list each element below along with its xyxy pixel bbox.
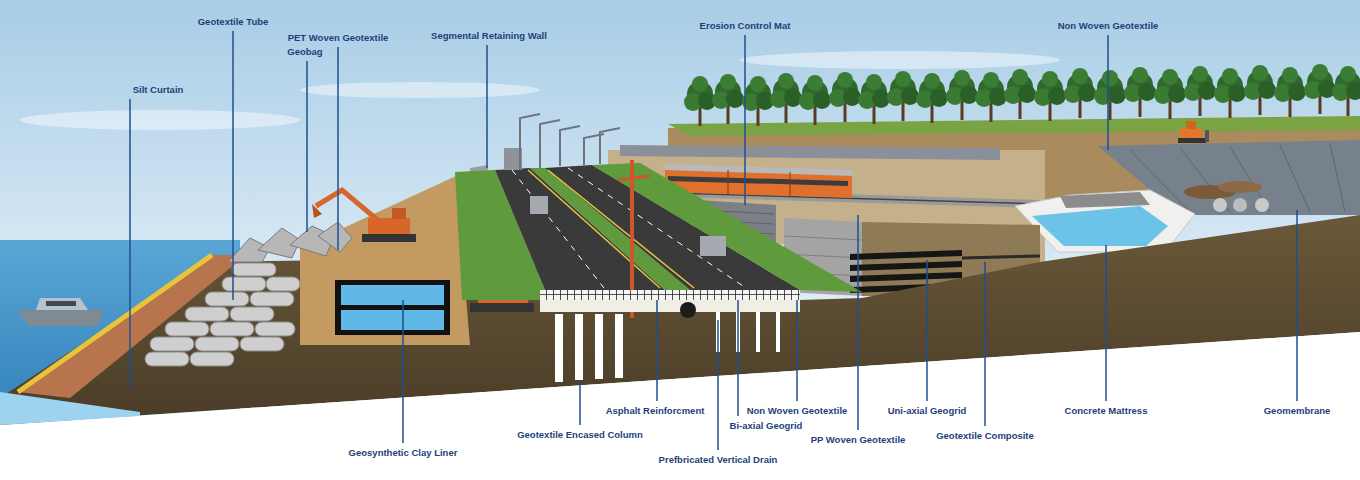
vertical-drains — [716, 312, 780, 352]
encased-columns — [555, 314, 623, 382]
vehicles — [504, 148, 726, 256]
part-label: Bi-axial Geogrid — [730, 420, 803, 431]
terrace-grass — [668, 116, 1360, 136]
bulldozer — [1178, 121, 1209, 143]
part-label: Non Woven Geotextile — [747, 405, 848, 416]
part-label: Erosion Control Mat — [700, 20, 791, 31]
part-label: Geotextile Tube — [198, 16, 269, 27]
part-label: Non Woven Geotextile — [1058, 20, 1159, 31]
tree-row — [684, 64, 1360, 126]
canal-water — [1032, 206, 1168, 246]
clouds — [20, 51, 1060, 130]
non-woven-layer — [540, 300, 800, 312]
road-markings — [528, 170, 694, 288]
train — [665, 164, 852, 198]
asphalt-reinforcement — [540, 290, 800, 300]
part-label: Geotextile Encased Column — [517, 429, 643, 440]
geosynthetic-clay-liner-pond — [335, 280, 450, 335]
part-label: Geobag — [287, 46, 322, 57]
embankment — [300, 176, 470, 345]
lane-markings — [512, 168, 746, 288]
leader-lines — [130, 31, 1297, 450]
part-label: Segmental Retaining Wall — [431, 30, 547, 41]
utility-pole-arm — [618, 176, 650, 180]
part-label: Silt Curtain — [133, 84, 184, 95]
part-label: Asphalt Reinforcment — [606, 405, 705, 416]
rail-wall — [620, 145, 1000, 160]
geotextile-tubes — [145, 263, 300, 366]
part-label: Geosynthetic Clay Liner — [349, 447, 458, 458]
gabion-stones — [1060, 192, 1150, 208]
drain-pipe — [680, 302, 696, 318]
street-lamps — [520, 114, 620, 170]
geobag-rocks — [228, 222, 352, 262]
log-pile — [1184, 181, 1269, 212]
geotextile-composite — [962, 256, 1040, 258]
concrete-mattress — [1015, 190, 1195, 252]
part-label: PET Woven Geotextile — [288, 32, 389, 43]
part-label: Prefbricated Vertical Drain — [659, 454, 778, 465]
boat — [18, 298, 105, 326]
part-label: PP Woven Geotextile — [811, 434, 906, 445]
silt-curtain — [18, 255, 212, 392]
excavator — [312, 190, 416, 242]
part-label: Geomembrane — [1264, 405, 1331, 416]
section-cut — [0, 332, 1360, 480]
part-label: Concrete Mattress — [1065, 405, 1148, 416]
part-label: Uni-axial Geogrid — [888, 405, 967, 416]
part-label: Geotextile Composite — [936, 430, 1034, 441]
